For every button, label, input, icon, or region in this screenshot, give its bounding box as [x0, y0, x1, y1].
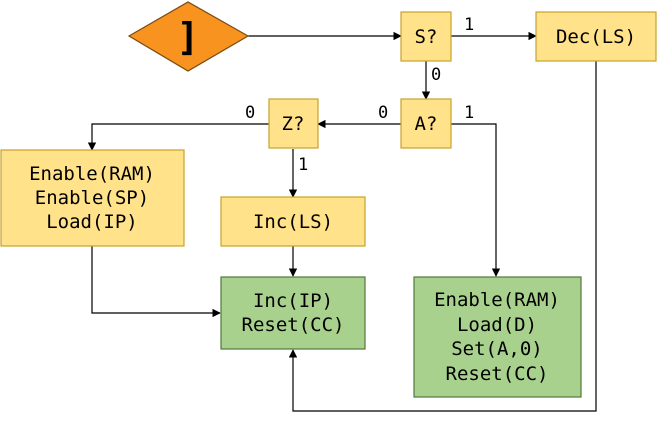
- load-d-block-line-1: Enable(RAM): [434, 289, 560, 311]
- z-test-box: [268, 98, 319, 149]
- a-test-label: A?: [415, 113, 438, 135]
- edges: [87, 31, 597, 412]
- load-d-block-box: [413, 276, 582, 398]
- inc-ip-block-line-1: Inc(IP): [253, 290, 333, 312]
- dec-ls-box: [535, 11, 657, 62]
- enable-block-line-1: Enable(RAM): [29, 163, 155, 185]
- edge-enable-to-incip: [91, 246, 221, 318]
- inc-ls-node: Inc(LS): [220, 196, 366, 247]
- edge-label-z-to-inc: 1: [298, 155, 308, 175]
- inc-ip-block-box: [220, 276, 366, 350]
- dec-ls-node: Dec(LS): [535, 11, 657, 62]
- s-test-label: S?: [415, 26, 438, 48]
- load-d-block-line-3: Set(A,0): [451, 338, 543, 360]
- load-d-block-line-4: Reset(CC): [446, 363, 549, 385]
- dec-ls-label: Dec(LS): [556, 26, 636, 48]
- edge-label-s-to-dec: 1: [464, 15, 474, 35]
- load-d-block-node: Enable(RAM) Load(D) Set(A,0) Reset(CC): [413, 276, 582, 398]
- edge-z-to-enable: [87, 123, 269, 151]
- z-test-label: Z?: [282, 113, 305, 135]
- edge-label-s-to-a: 0: [431, 65, 441, 85]
- s-test-box: [400, 11, 452, 62]
- start-diamond-shape: [127, 1, 250, 72]
- enable-block-line-3: Load(IP): [46, 211, 138, 233]
- a-test-box: [400, 98, 452, 149]
- z-test-node: Z?: [268, 98, 319, 149]
- enable-block-node: Enable(RAM) Enable(SP) Load(IP): [0, 149, 185, 247]
- inc-ip-block-node: Inc(IP) Reset(CC): [220, 276, 366, 350]
- edge-a-to-load: [451, 123, 501, 277]
- start-label: ]: [177, 15, 200, 59]
- inc-ls-box: [220, 196, 366, 247]
- a-test-node: A?: [400, 98, 452, 149]
- enable-block-box: [0, 149, 185, 247]
- load-d-block-line-2: Load(D): [457, 314, 537, 336]
- enable-block-line-2: Enable(SP): [35, 187, 149, 209]
- edge-label-a-to-load: 1: [464, 103, 474, 123]
- inc-ip-block-line-2: Reset(CC): [242, 314, 345, 336]
- edge-label-a-to-z: 0: [378, 103, 388, 123]
- edge-dec-to-incip: [288, 61, 597, 412]
- start-node: ]: [127, 1, 250, 72]
- s-test-node: S?: [400, 11, 452, 62]
- edge-label-z-to-enable: 0: [245, 103, 255, 123]
- inc-ls-label: Inc(LS): [253, 211, 333, 233]
